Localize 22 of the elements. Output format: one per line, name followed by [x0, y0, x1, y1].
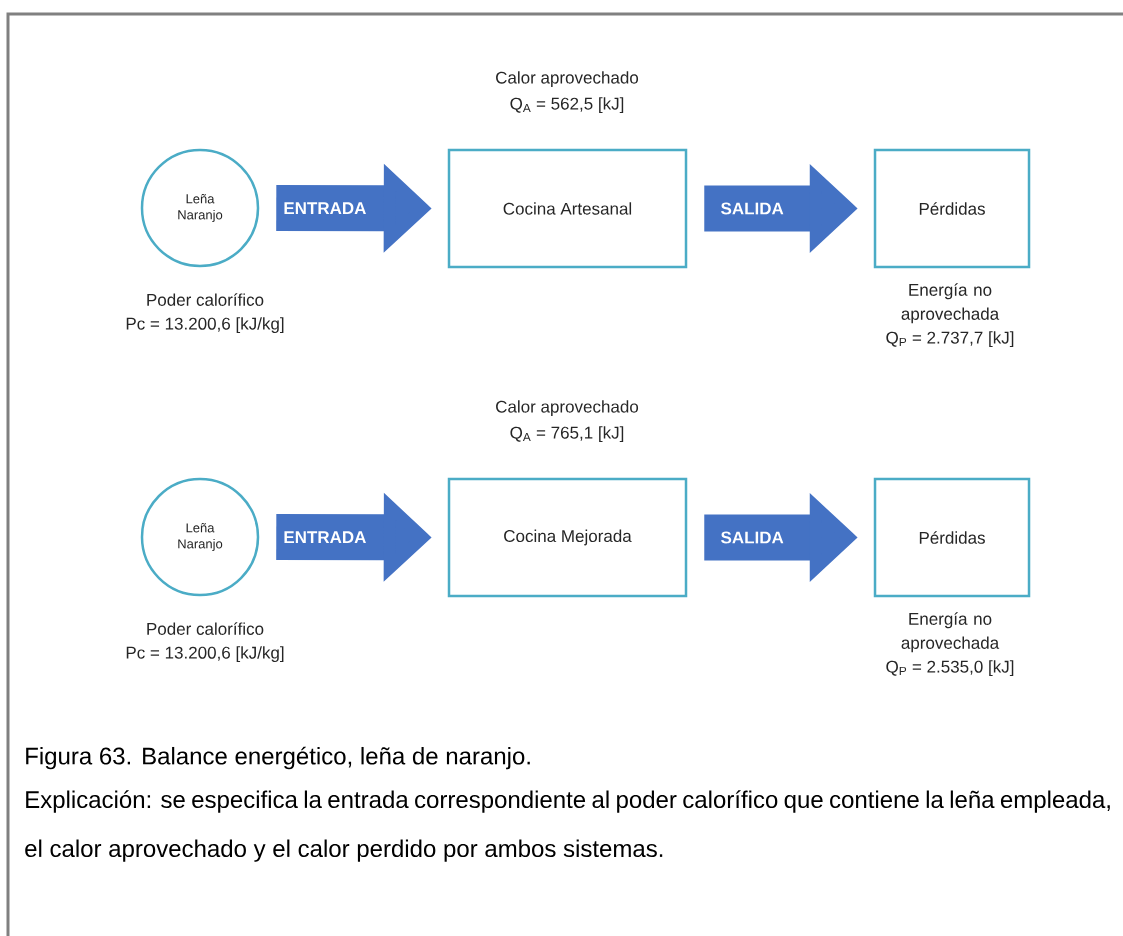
- explanation-text: Explicación: se especifica la entrada correspondiente al poder calorífico que contiene la leña empleada, el calor aprovechado y el calor perdido por ambos sistemas.: [25, 790, 1110, 862]
- process-box: Pérdidas: [873, 148, 1031, 269]
- annotation-text: Calor aprovechado: [496, 71, 639, 88]
- annotation-text: Q$_{A}$ = 562,5 [kJ]: [510, 97, 624, 114]
- process-box: Cocina Artesanal: [447, 148, 688, 269]
- annotation-text: Q$_{A}$ = 765,1 [kJ]: [510, 426, 624, 443]
- annotation-text: Poder calorífico: [147, 293, 264, 306]
- edge-label: SALIDA: [721, 531, 784, 544]
- annotation-text: Poder calorífico: [147, 622, 264, 635]
- annotation-text: Pc = 13.200,6 [kJ/kg]: [126, 317, 284, 334]
- annotation-text: Calor aprovechado: [496, 400, 639, 417]
- caption-text: Figura 63. Balance energético, leña de naranjo.: [26, 746, 530, 770]
- annotation-text: Pc = 13.200,6 [kJ/kg]: [126, 646, 284, 663]
- edge-label: SALIDA: [721, 202, 784, 215]
- annotation-text: Q$_{P}$ = 2.535,0 [kJ]: [886, 660, 1014, 677]
- annotation-text: Energía no aprovechada: [901, 283, 1000, 324]
- process-box: Cocina Mejorada: [447, 477, 688, 598]
- annotation-text: Energía no aprovechada: [901, 612, 1000, 653]
- edge-label: ENTRADA: [284, 531, 366, 544]
- process-box: Pérdidas: [873, 477, 1031, 598]
- annotation-text: Q$_{P}$ = 2.737,7 [kJ]: [886, 331, 1014, 348]
- edge-label: ENTRADA: [284, 202, 366, 215]
